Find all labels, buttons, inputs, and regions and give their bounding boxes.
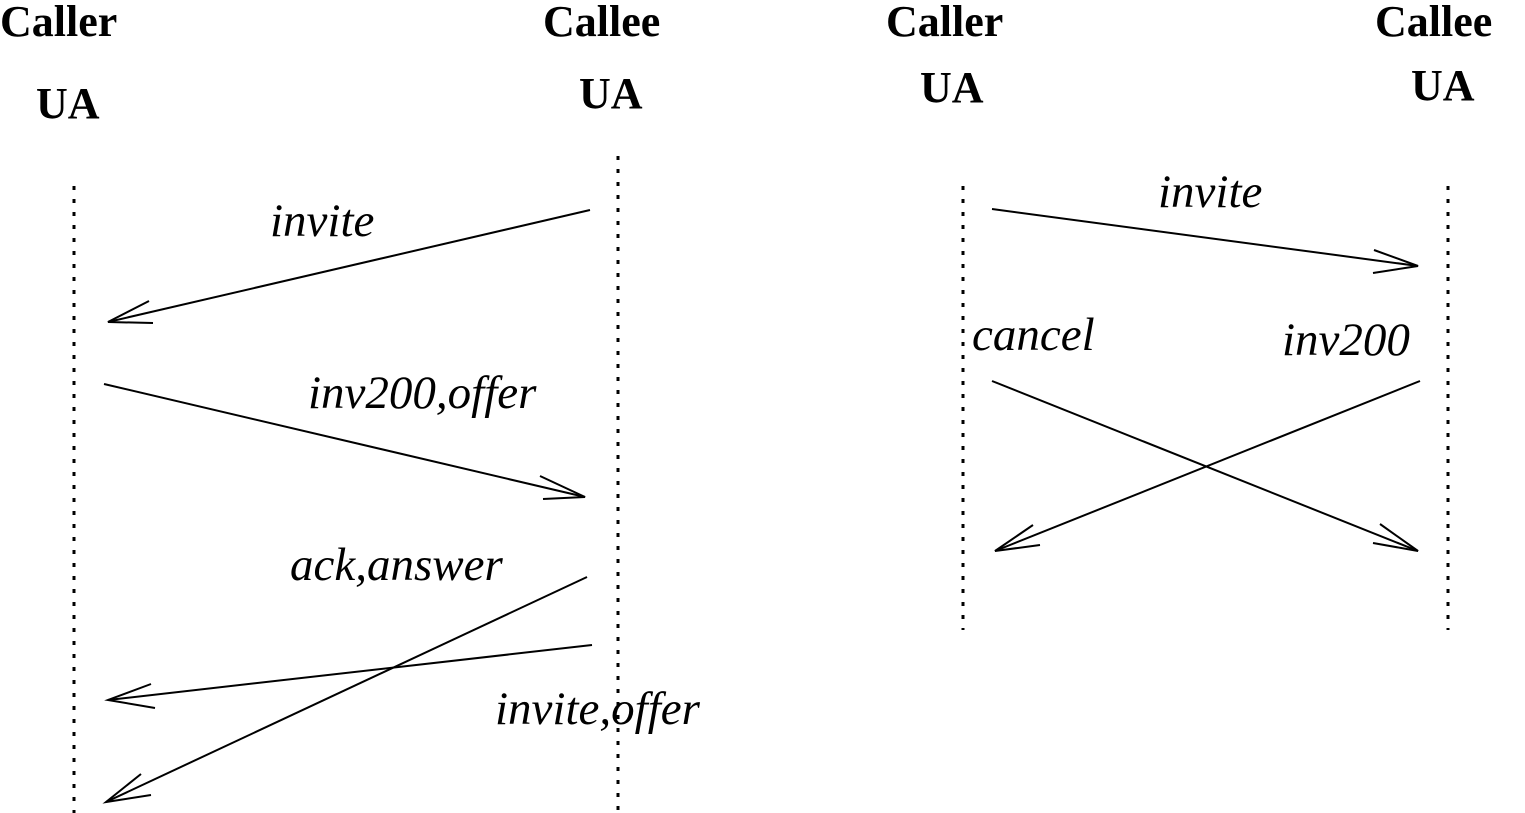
left-inv200-offer-arrow [103,383,586,498]
left-ack-answer-arrowhead [102,773,152,804]
right-inv200-label: inv200 [1282,314,1410,366]
left-invite-offer-label: invite,offer [495,683,701,735]
left-invite-offer-arrowhead [104,683,156,709]
left-ack-answer-arrow [105,576,588,803]
right-cancel-arrowhead [1372,523,1419,552]
right-invite-arrow [991,208,1419,267]
left-scenario: Caller UA Callee UA invite inv200,offer … [0,0,701,813]
right-callee-subtitle: UA [1411,61,1475,110]
left-inv200-offer-arrowhead [539,475,586,500]
right-caller-subtitle: UA [920,63,984,112]
right-inv200-arrow [994,380,1421,552]
left-callee-subtitle: UA [579,69,643,118]
right-scenario: Caller UA Callee UA invite cancel inv200 [886,0,1492,630]
right-callee-title: Callee [1375,0,1492,46]
left-invite-label: invite [270,195,374,247]
left-callee-title: Callee [543,0,660,46]
left-caller-subtitle: UA [36,79,100,128]
left-invite-arrowhead [107,300,154,324]
left-caller-title: Caller [0,0,117,46]
right-caller-title: Caller [886,0,1003,46]
right-cancel-label: cancel [972,309,1095,361]
right-invite-arrowhead [1372,249,1419,274]
left-invite-offer-arrow [107,644,593,701]
left-inv200-offer-label: inv200,offer [308,367,537,419]
left-invite-arrow [107,209,591,323]
left-ack-answer-label: ack,answer [290,539,503,591]
right-inv200-arrowhead [994,524,1041,552]
right-invite-label: invite [1158,166,1262,218]
